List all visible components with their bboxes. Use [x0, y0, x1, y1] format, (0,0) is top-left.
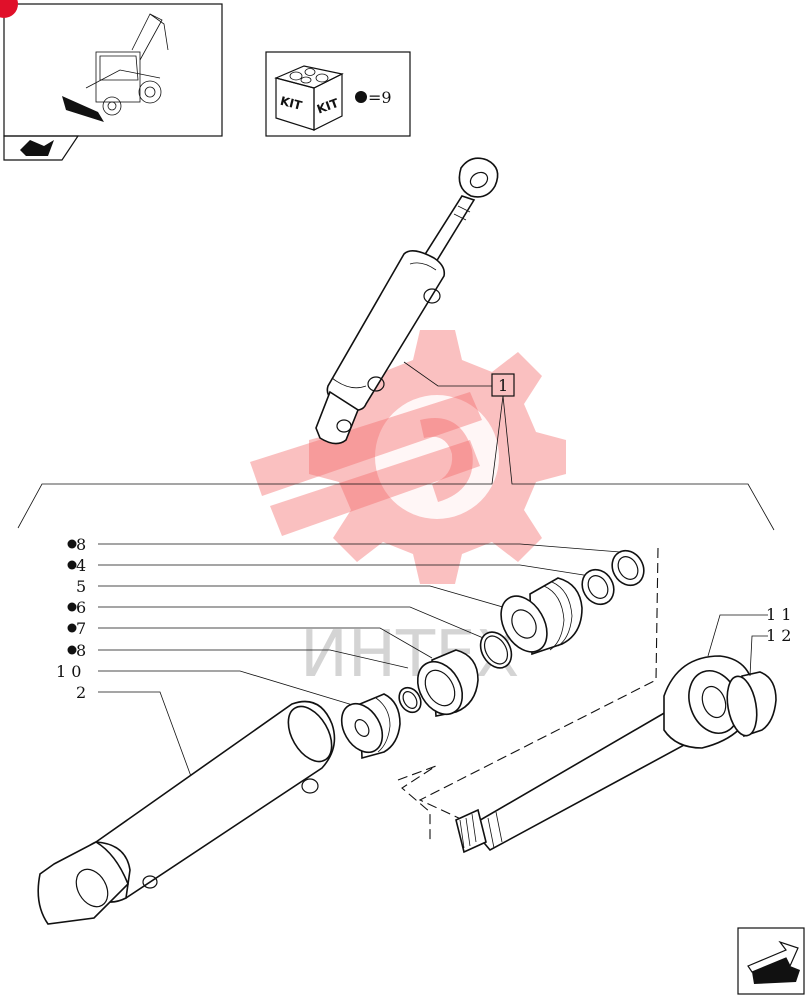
callout-8-top: 8	[67, 535, 86, 554]
part-bushing-12	[726, 671, 777, 738]
kit-label-right: KIT	[315, 96, 341, 117]
svg-text:6: 6	[76, 598, 86, 617]
right-callouts: 1 1 1 2	[707, 605, 791, 677]
svg-text:4: 4	[76, 556, 86, 575]
callout-12: 1 2	[766, 626, 791, 645]
kit-box-icon: KIT KIT	[274, 65, 344, 131]
callout-11: 1 1	[766, 605, 791, 624]
model-thumbnail[interactable]	[0, 0, 223, 161]
svg-text:8: 8	[76, 641, 86, 660]
callout-leaders	[98, 543, 621, 791]
callout-list: 8 4 5 6 7 8 1 0 2	[56, 535, 86, 702]
assembly-ref-number: 1	[498, 376, 508, 395]
kit-legend-box: KIT KIT =9	[265, 51, 411, 137]
part-rod-11	[455, 655, 755, 854]
part-ring-4	[581, 568, 615, 606]
part-gland-10	[340, 693, 401, 760]
next-page-arrow-icon[interactable]	[737, 927, 805, 995]
svg-text:8: 8	[76, 535, 86, 554]
callout-10: 1 0	[56, 662, 81, 681]
callout-6: 6	[67, 598, 86, 617]
svg-text:7: 7	[76, 619, 86, 638]
kit-legend-dot	[355, 91, 367, 103]
svg-text:5: 5	[76, 577, 86, 596]
part-barrel-2	[37, 700, 336, 925]
assembled-cylinder	[315, 157, 499, 445]
part-sleeve-7	[416, 649, 479, 717]
callout-2: 2	[76, 683, 86, 702]
callout-7: 7	[67, 619, 86, 638]
backhoe-loader-icon	[62, 13, 169, 122]
part-ring-top	[611, 549, 645, 587]
svg-text:2: 2	[76, 683, 86, 702]
callout-5: 5	[76, 577, 86, 596]
kit-legend-text: =9	[368, 88, 392, 107]
part-ring-8	[398, 686, 422, 714]
kit-label-left: KIT	[279, 94, 304, 113]
part-piston-5	[500, 577, 583, 656]
part-oring-6	[479, 631, 513, 669]
callout-8-bottom: 8	[67, 641, 86, 660]
callout-4: 4	[67, 556, 86, 575]
back-arrow-icon[interactable]	[20, 140, 54, 156]
svg-text:1 0: 1 0	[56, 662, 81, 681]
